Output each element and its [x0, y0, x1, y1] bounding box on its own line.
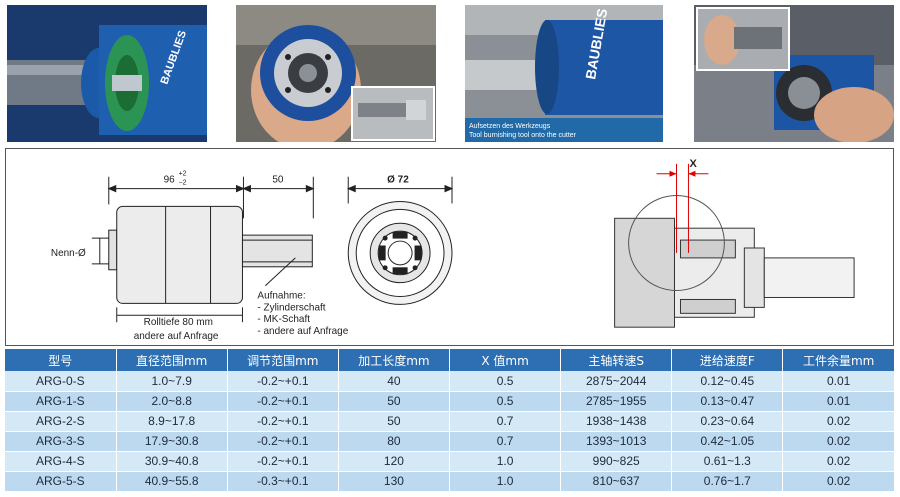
- cell-length: 40: [338, 371, 451, 392]
- dim-diameter-value: Ø 72: [387, 175, 409, 186]
- photo-hand-on-tool: [694, 5, 894, 142]
- aufnahme-item-1: - Zylinderschaft: [257, 302, 325, 313]
- table-row: ARG-4-S 30.9~40.8 -0.2~+0.1 120 1.0 990~…: [5, 451, 894, 472]
- table-header-row: 型号 直径范围mm 调节范围mm 加工长度mm X 值mm 主轴转速S 进给速度…: [5, 349, 894, 371]
- cell-allowance: 0.01: [782, 391, 894, 412]
- dim-length-tol-upper: +2: [179, 171, 187, 178]
- x-value-label: X: [689, 158, 697, 170]
- cell-length: 50: [338, 411, 451, 432]
- cell-x: 1.0: [449, 471, 562, 492]
- cell-adjust: -0.2~+0.1: [227, 411, 339, 432]
- col-adjust-range: 调节范围mm: [227, 349, 339, 371]
- cell-speed: 1393~1013: [560, 431, 673, 452]
- tool-front-view: [346, 176, 454, 305]
- dim-length-tol-lower: −2: [179, 180, 187, 187]
- cell-diameter: 30.9~40.8: [116, 451, 228, 472]
- cell-speed: 2785~1955: [560, 391, 673, 412]
- aufnahme-title: Aufnahme:: [257, 291, 305, 302]
- cell-speed: 2875~2044: [560, 371, 673, 392]
- aufnahme-item-3: - andere auf Anfrage: [257, 326, 348, 337]
- cell-feed: 0.13~0.47: [671, 391, 784, 412]
- cell-x: 0.7: [449, 411, 562, 432]
- cell-diameter: 1.0~7.9: [116, 371, 228, 392]
- aufnahme-item-2: - MK-Schaft: [257, 314, 310, 325]
- cell-model: ARG-2-S: [5, 411, 117, 432]
- cell-adjust: -0.3~+0.1: [227, 471, 339, 492]
- cell-x: 0.5: [449, 371, 562, 392]
- cell-length: 120: [338, 451, 451, 472]
- cell-model: ARG-3-S: [5, 431, 117, 452]
- cell-length: 80: [338, 431, 451, 452]
- cell-feed: 0.42~1.05: [671, 431, 784, 452]
- cell-diameter: 2.0~8.8: [116, 391, 228, 412]
- sectional-detail-view: [614, 163, 855, 328]
- cell-length: 130: [338, 471, 451, 492]
- cell-allowance: 0.02: [782, 431, 894, 452]
- col-x-value: X 值mm: [449, 349, 562, 371]
- spec-table: 型号 直径范围mm 调节范围mm 加工长度mm X 值mm 主轴转速S 进给速度…: [5, 349, 894, 492]
- photo-tool-green-overlay: BAUBLIES: [7, 5, 207, 142]
- cell-speed: 990~825: [560, 451, 673, 472]
- rolltiefe-line2: andere auf Anfrage: [134, 331, 219, 342]
- cell-allowance: 0.01: [782, 371, 894, 392]
- cell-diameter: 40.9~55.8: [116, 471, 228, 492]
- cell-adjust: -0.2~+0.1: [227, 371, 339, 392]
- technical-drawing-panel: 96 +2 −2 50 Nenn-Ø Rolltiefe 80 mm ander…: [5, 148, 894, 346]
- cell-length: 50: [338, 391, 451, 412]
- photo-tool-on-lathe: BAUBLIES Aufsetzen des Werkzeugs Tool bu…: [465, 5, 663, 142]
- table-row: ARG-2-S 8.9~17.8 -0.2~+0.1 50 0.7 1938~1…: [5, 411, 894, 432]
- cell-speed: 810~637: [560, 471, 673, 492]
- cell-adjust: -0.2~+0.1: [227, 431, 339, 452]
- nenn-diameter-label: Nenn-Ø: [51, 248, 86, 259]
- col-feed-rate: 进给速度F: [671, 349, 784, 371]
- col-spindle-speed: 主轴转速S: [560, 349, 673, 371]
- cell-x: 0.5: [449, 391, 562, 412]
- photo-hand-holding-tool: [236, 5, 436, 142]
- dim-shank-value: 50: [272, 175, 284, 186]
- photo-caption-line1: Aufsetzen des Werkzeugs: [469, 123, 551, 130]
- table-row: ARG-5-S 40.9~55.8 -0.3~+0.1 130 1.0 810~…: [5, 471, 894, 492]
- col-process-length: 加工长度mm: [338, 349, 451, 371]
- cell-feed: 0.23~0.64: [671, 411, 784, 432]
- cell-feed: 0.61~1.3: [671, 451, 784, 472]
- cell-model: ARG-1-S: [5, 391, 117, 412]
- tool-side-view: [91, 176, 315, 323]
- cell-model: ARG-4-S: [5, 451, 117, 472]
- col-allowance: 工件余量mm: [782, 349, 894, 371]
- cell-x: 0.7: [449, 431, 562, 452]
- cell-model: ARG-5-S: [5, 471, 117, 492]
- col-model: 型号: [5, 349, 117, 371]
- rolltiefe-line1: Rolltiefe 80 mm: [144, 317, 213, 328]
- cell-diameter: 17.9~30.8: [116, 431, 228, 452]
- cell-model: ARG-0-S: [5, 371, 117, 392]
- col-diameter-range: 直径范围mm: [116, 349, 228, 371]
- cell-allowance: 0.02: [782, 451, 894, 472]
- cell-speed: 1938~1438: [560, 411, 673, 432]
- dim-length-value: 96: [164, 175, 176, 186]
- cell-adjust: -0.2~+0.1: [227, 391, 339, 412]
- table-row: ARG-1-S 2.0~8.8 -0.2~+0.1 50 0.5 2785~19…: [5, 391, 894, 412]
- cell-allowance: 0.02: [782, 411, 894, 432]
- cell-feed: 0.76~1.7: [671, 471, 784, 492]
- cell-adjust: -0.2~+0.1: [227, 451, 339, 472]
- photo-caption-line2: Tool burnishing tool onto the cutter: [469, 132, 577, 139]
- cell-x: 1.0: [449, 451, 562, 472]
- cell-feed: 0.12~0.45: [671, 371, 784, 392]
- table-row: ARG-3-S 17.9~30.8 -0.2~+0.1 80 0.7 1393~…: [5, 431, 894, 452]
- cell-allowance: 0.02: [782, 471, 894, 492]
- table-row: ARG-0-S 1.0~7.9 -0.2~+0.1 40 0.5 2875~20…: [5, 371, 894, 392]
- cell-diameter: 8.9~17.8: [116, 411, 228, 432]
